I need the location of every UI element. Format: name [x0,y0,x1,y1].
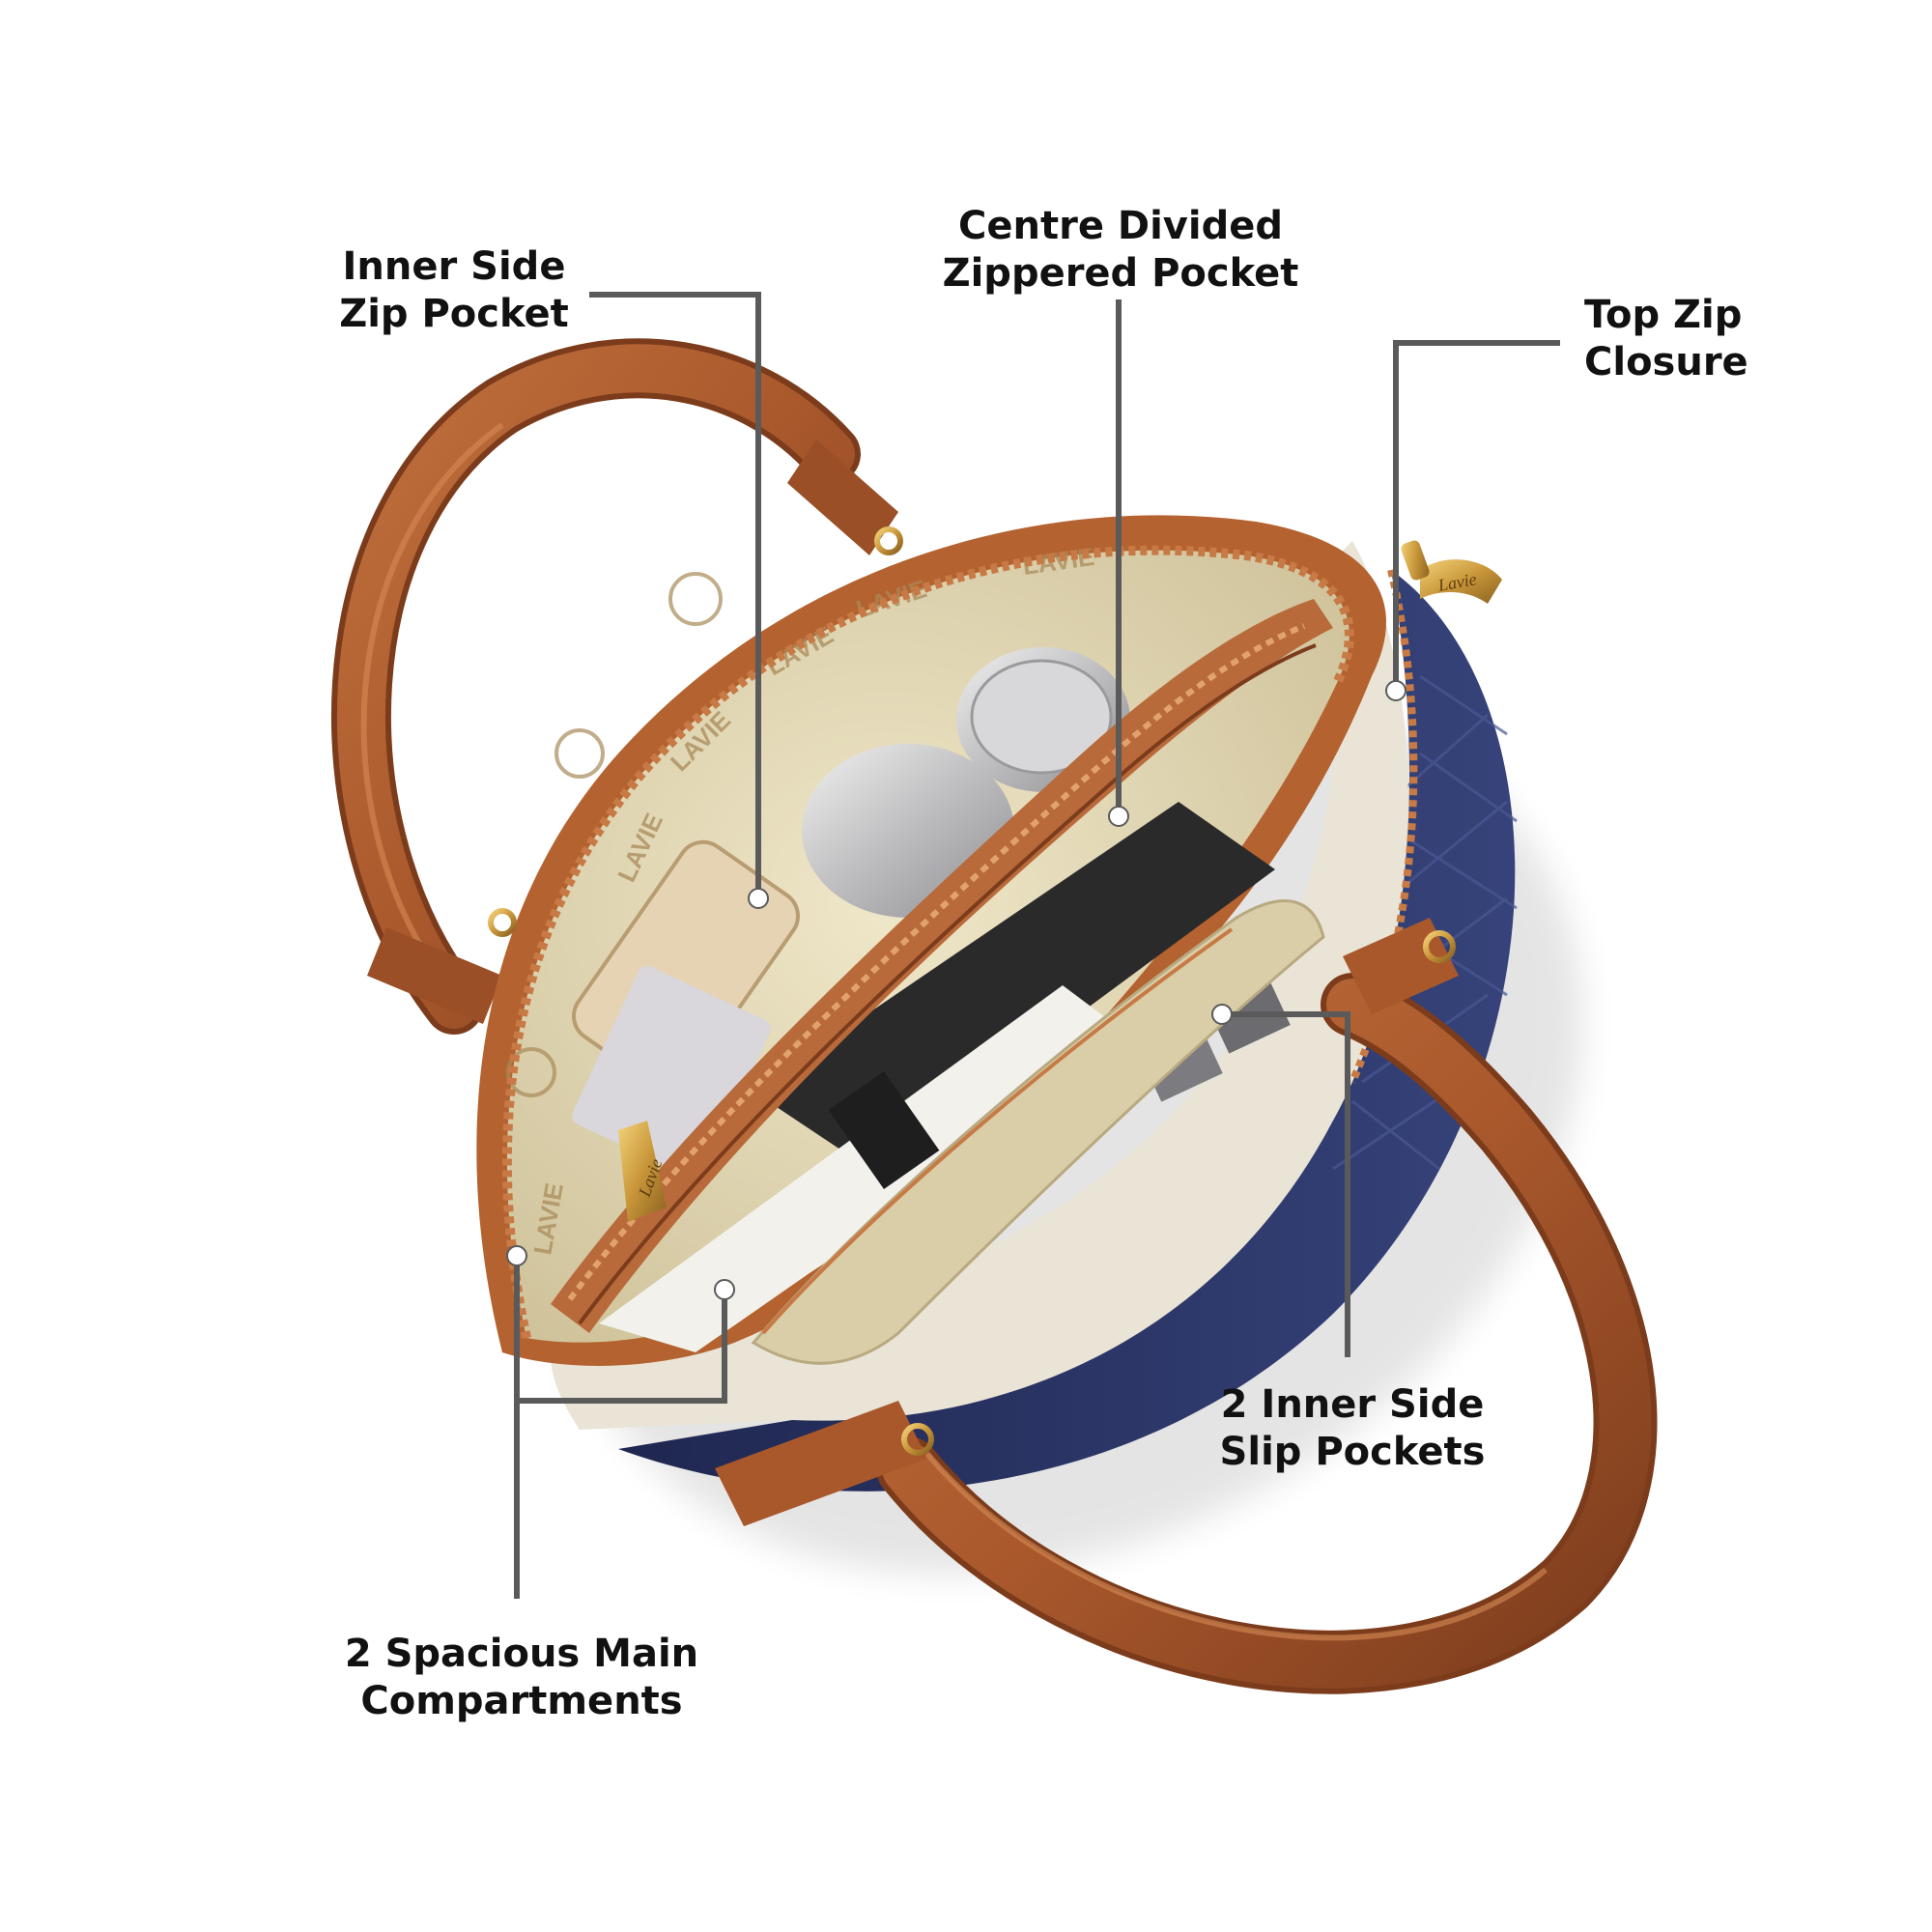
lining-logo-icon [554,728,605,779]
callout-line: Top Zip [1584,293,1743,337]
lining-logo-icon [668,572,723,626]
callout-dot [748,888,769,909]
callout-line: Closure [1584,340,1748,384]
leader-line-two-inner-side-slip-pockets [1222,1011,1350,1357]
callout-line: Slip Pockets [1219,1430,1486,1474]
callout-two-spacious-main-compartments: 2 Spacious Main Compartments [343,1631,700,1725]
callout-line: 2 Spacious Main [344,1632,699,1676]
callout-two-inner-side-slip-pockets: 2 Inner Side Slip Pockets [1212,1381,1492,1476]
callout-inner-side-zip-pocket: Inner Side Zip Pocket [328,243,580,338]
callout-dot [506,1245,527,1266]
centre-zip-pocket: Lavie [551,599,1333,1333]
callout-dot [714,1279,735,1300]
callout-line: Centre Divided [958,204,1283,248]
callout-line: Zip Pocket [339,292,569,336]
top-handle [331,338,898,1035]
callout-line: Inner Side [342,244,566,289]
callout-top-zip-closure: Top Zip Closure [1584,292,1797,386]
ring-hardware-icon [488,908,517,937]
side-slip-pocket [751,899,1325,1365]
callout-line: Zippered Pocket [942,251,1299,296]
callout-dot [1385,680,1406,701]
bottom-handle [715,918,1658,1694]
leader-line-top-zip-closure [1393,340,1560,691]
top-zip: Lavie [501,540,1502,1340]
callout-line: Compartments [360,1679,683,1723]
ring-hardware-icon [874,526,903,555]
callout-dot [1108,806,1129,827]
leader-line-inner-side-zip-pocket [589,292,761,898]
callout-lines [514,292,1560,1599]
leader-line-two-spacious-main-compartments [514,1256,727,1599]
callout-line: 2 Inner Side [1220,1382,1485,1427]
callout-dot [1211,1004,1233,1025]
callout-centre-divided-zippered-pocket: Centre Divided Zippered Pocket [918,203,1323,298]
callout-dots [506,680,1406,1300]
